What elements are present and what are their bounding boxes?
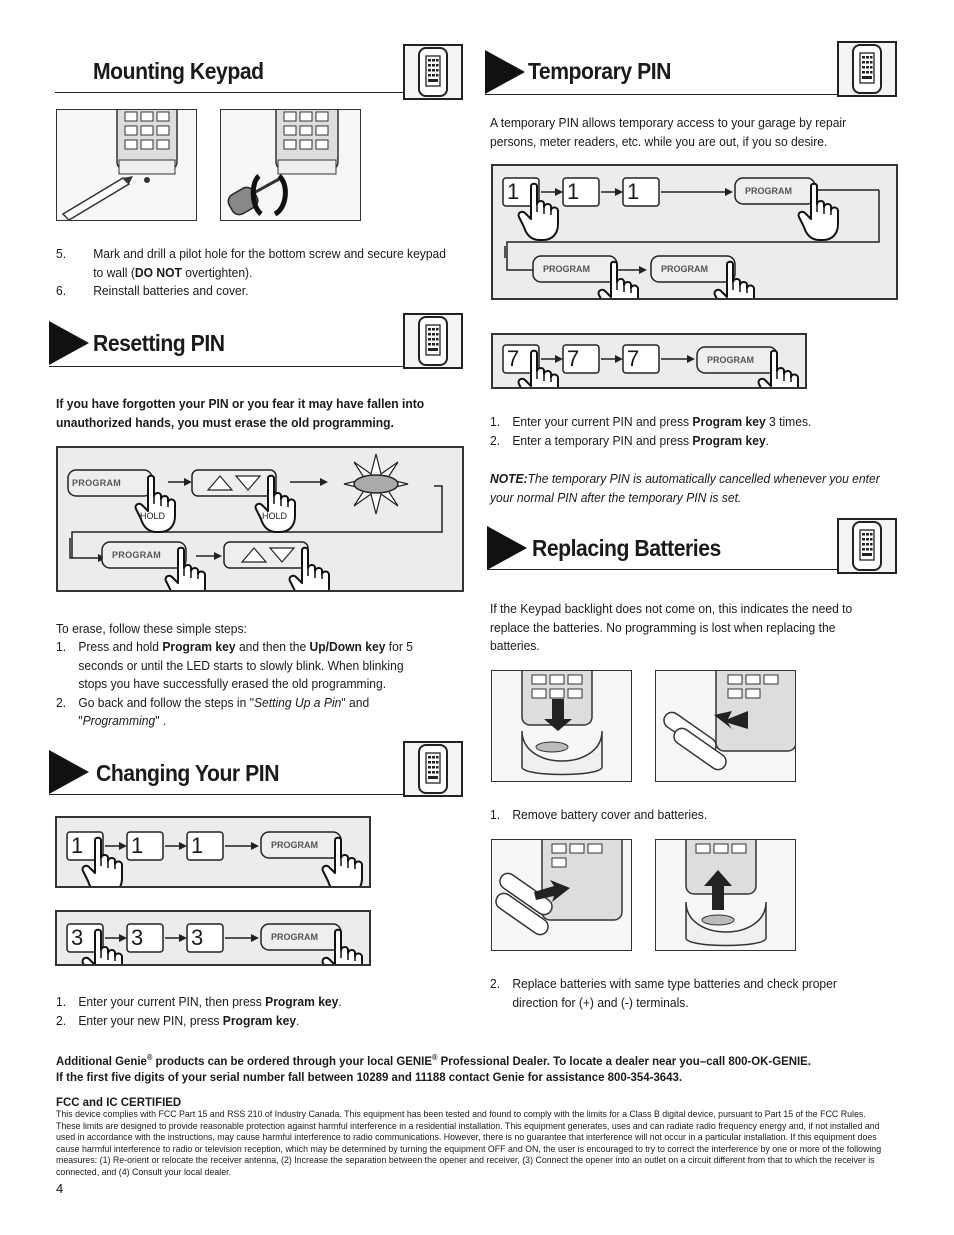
changing-title: Changing Your PIN <box>96 760 280 786</box>
temp-digit-7a: 7 <box>507 346 520 371</box>
batteries-arrow-icon <box>487 526 527 570</box>
temp-pin-diagram-1: 1 1 1 PROGRAM PROGRAM PROGRAM <box>491 164 898 300</box>
keypad-icon <box>403 44 463 100</box>
temp-program-key-2: PROGRAM <box>543 264 590 274</box>
mark-pilot-hole-illustration <box>56 109 197 221</box>
change-digit-3b: 3 <box>131 925 144 950</box>
fcc-text: This device complies with FCC Part 15 an… <box>56 1109 882 1177</box>
temp-digit-1b: 1 <box>567 179 580 204</box>
temporary-title: Temporary PIN <box>528 58 671 84</box>
resetting-title-rule <box>49 366 403 367</box>
temporary-steps: 1.Enter your current PIN and press Progr… <box>490 413 881 450</box>
change-program-key-2: PROGRAM <box>271 932 318 942</box>
changing-step-1: 1.Enter your current PIN, then press Pro… <box>56 994 342 1009</box>
batteries-step-2: 2.Replace batteries with same type batte… <box>490 976 837 1010</box>
change-pin-diagram-row2: 3 3 3 PROGRAM <box>55 910 371 966</box>
changing-steps: 1.Enter your current PIN, then press Pro… <box>56 993 428 1030</box>
batteries-title-rule <box>487 569 837 570</box>
change-program-key-1: PROGRAM <box>271 840 318 850</box>
drill-screw-illustration <box>220 109 361 221</box>
keypad-icon <box>837 518 897 574</box>
replace-cover-illustration <box>655 839 796 951</box>
hold-label-1: HOLD <box>140 511 166 521</box>
changing-title-rule <box>49 794 403 795</box>
change-pin-diagram-row1: 1 1 1 PROGRAM <box>55 816 371 888</box>
change-digit-3c: 3 <box>191 925 204 950</box>
temp-digit-1a: 1 <box>507 179 520 204</box>
temporary-step-2: 2.Enter a temporary PIN and press Progra… <box>490 432 770 448</box>
temp-digit-1c: 1 <box>627 179 640 204</box>
change-digit-3a: 3 <box>71 925 84 950</box>
temporary-step-1: 1.Enter your current PIN and press Progr… <box>490 414 812 429</box>
changing-arrow-icon <box>49 750 89 794</box>
temp-program-key-1: PROGRAM <box>745 186 792 196</box>
temporary-intro: A temporary PIN allows temporary access … <box>490 115 847 149</box>
change-digit-1c: 1 <box>191 833 204 858</box>
change-digit-1b: 1 <box>131 833 144 858</box>
page-number: 4 <box>56 1181 64 1196</box>
dealer-info: Additional Genie® products can be ordere… <box>56 1053 811 1069</box>
resetting-arrow-icon <box>49 321 89 365</box>
insert-batteries-illustration <box>491 839 632 951</box>
reset-program-key-2: PROGRAM <box>112 550 162 560</box>
temp-digit-7b: 7 <box>567 346 580 371</box>
resetting-title: Resetting PIN <box>93 330 225 356</box>
temporary-note: NOTE:The temporary PIN is automatically … <box>490 471 880 505</box>
mounting-title-rule <box>55 92 403 93</box>
batteries-title: Replacing Batteries <box>532 535 721 561</box>
change-digit-1a: 1 <box>71 833 84 858</box>
fcc-title: FCC and IC CERTIFIED <box>56 1095 182 1109</box>
temp-program-key-4: PROGRAM <box>707 355 754 365</box>
keypad-icon <box>837 41 897 97</box>
keypad-icon <box>403 741 463 797</box>
resetting-steps: 1.Press and hold Program key and then th… <box>56 638 428 731</box>
resetting-step-1: 1.Press and hold Program key and then th… <box>56 639 414 691</box>
serial-number-info: If the first five digits of your serial … <box>56 1070 683 1084</box>
keypad-icon <box>403 313 463 369</box>
resetting-intro: To erase, follow these simple steps: <box>56 621 247 636</box>
changing-step-2: 2.Enter your new PIN, press Program key. <box>56 1012 300 1028</box>
mounting-step-5: 5.Mark and drill a pilot hole for the bo… <box>56 246 447 280</box>
mounting-title: Mounting Keypad <box>93 58 264 84</box>
remove-cover-illustration <box>491 670 632 782</box>
reset-diagram-panel: PROGRAM PROGRAM HOLD HOLD <box>56 446 464 592</box>
temp-digit-7c: 7 <box>627 346 640 371</box>
remove-batteries-illustration <box>655 670 796 782</box>
temp-pin-diagram-2: 7 7 7 PROGRAM <box>491 333 807 389</box>
resetting-warning: If you have forgotten your PIN or you fe… <box>56 396 425 430</box>
resetting-step-2: 2.Go back and follow the steps in "Setti… <box>56 694 370 729</box>
temp-program-key-3: PROGRAM <box>661 264 708 274</box>
temporary-arrow-icon <box>485 50 525 94</box>
temporary-title-rule <box>485 94 837 95</box>
batteries-step-1: 1.Remove battery cover and batteries. <box>490 807 708 822</box>
mounting-step-6: 6.Reinstall batteries and cover. <box>56 283 249 298</box>
hold-label-2: HOLD <box>262 511 288 521</box>
mounting-steps: 5.Mark and drill a pilot hole for the bo… <box>56 245 456 301</box>
batteries-intro: If the Keypad backlight does not come on… <box>490 601 853 653</box>
reset-program-key-1: PROGRAM <box>72 478 122 488</box>
